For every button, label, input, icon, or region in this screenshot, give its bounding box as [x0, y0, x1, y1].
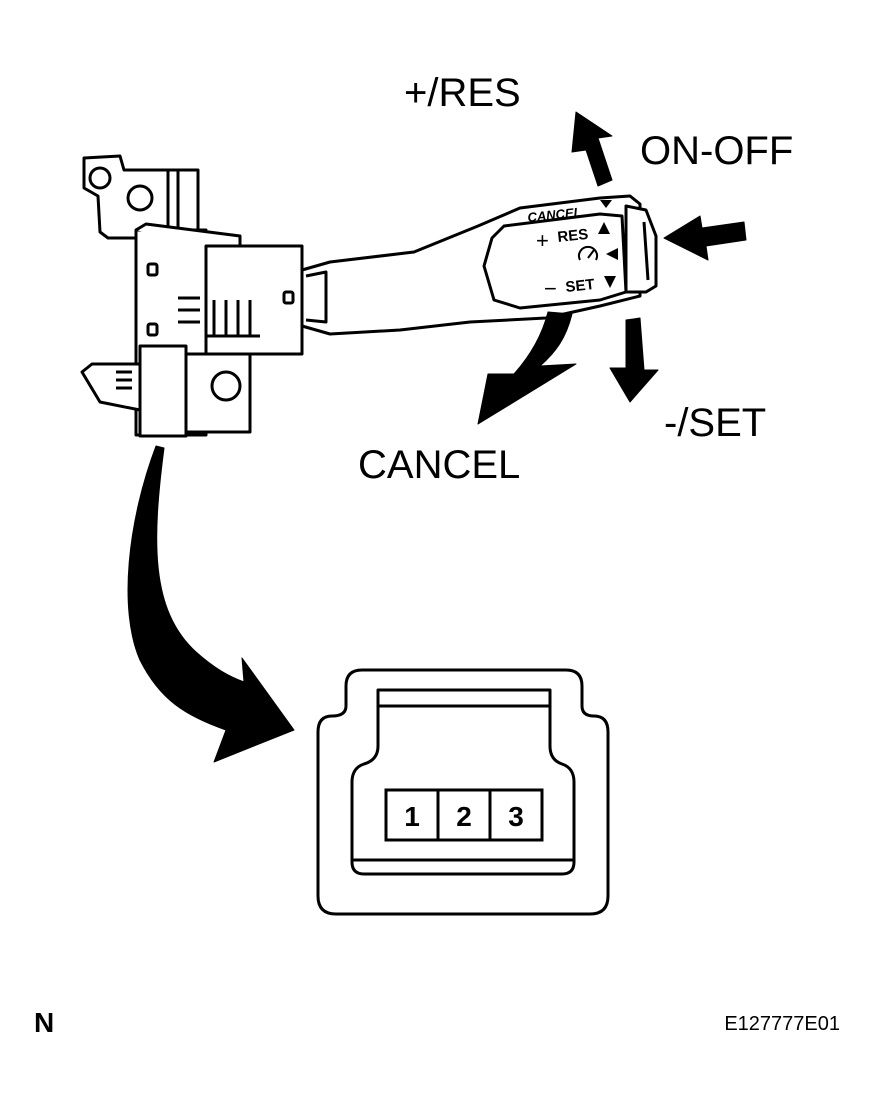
figure-code: E127777E01 [724, 1013, 840, 1035]
res-up-triangle [598, 222, 610, 234]
on-off-label: ON-OFF [640, 129, 793, 173]
lever-plus-text: + [536, 228, 549, 253]
set-label: -/SET [664, 401, 766, 445]
lever-stalk [300, 194, 658, 336]
lever-set-text: SET [565, 276, 596, 296]
on-off-direction-arrow [663, 215, 747, 261]
pin-label-3: 3 [508, 801, 524, 832]
lever-minus-text: − [544, 276, 557, 301]
cancel-direction-arrow [477, 311, 577, 425]
set-direction-arrow [609, 317, 659, 403]
cancel-arrow-small [600, 200, 612, 208]
connector-pins: 1 2 3 [384, 788, 544, 842]
res-label: +/RES [404, 71, 521, 115]
cancel-label: CANCEL [358, 443, 520, 487]
operation-arrows [127, 111, 747, 763]
lever-cancel-text: CANCEL [527, 204, 582, 225]
set-down-triangle [604, 276, 616, 288]
lever-markings: CANCEL + RES − SET [527, 200, 618, 301]
lever-res-text: RES [557, 226, 589, 246]
pin-label-2: 2 [456, 801, 472, 832]
connector-pointer-arrow [127, 445, 295, 763]
pin-label-1: 1 [404, 801, 420, 832]
res-direction-arrow [571, 111, 613, 187]
speedometer-icon [578, 245, 598, 261]
pin-box-3 [488, 788, 544, 842]
connector-front-view [316, 668, 610, 916]
switch-housing [80, 154, 304, 438]
on-off-left-triangle [606, 248, 618, 260]
view-letter: N [34, 1007, 54, 1038]
